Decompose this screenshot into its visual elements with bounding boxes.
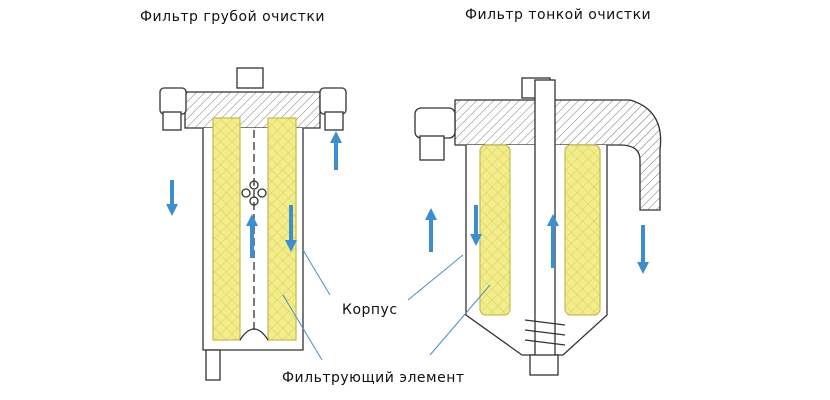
housing-label: Корпус: [342, 302, 398, 318]
fine-element-right: [564, 144, 601, 316]
fine-filter-title: Фильтр тонкой очистки: [465, 7, 652, 23]
coarse-filter: [159, 67, 347, 381]
fine-element-left: [479, 144, 511, 316]
filter-element-label: Фильтрующий элемент: [282, 370, 465, 386]
coarse-element-left: [212, 117, 241, 341]
fine-filter: [414, 77, 662, 376]
leader-lines: [282, 249, 491, 361]
coarse-filter-title: Фильтр грубой очистки: [140, 9, 325, 25]
flow-arrows: [166, 131, 649, 274]
